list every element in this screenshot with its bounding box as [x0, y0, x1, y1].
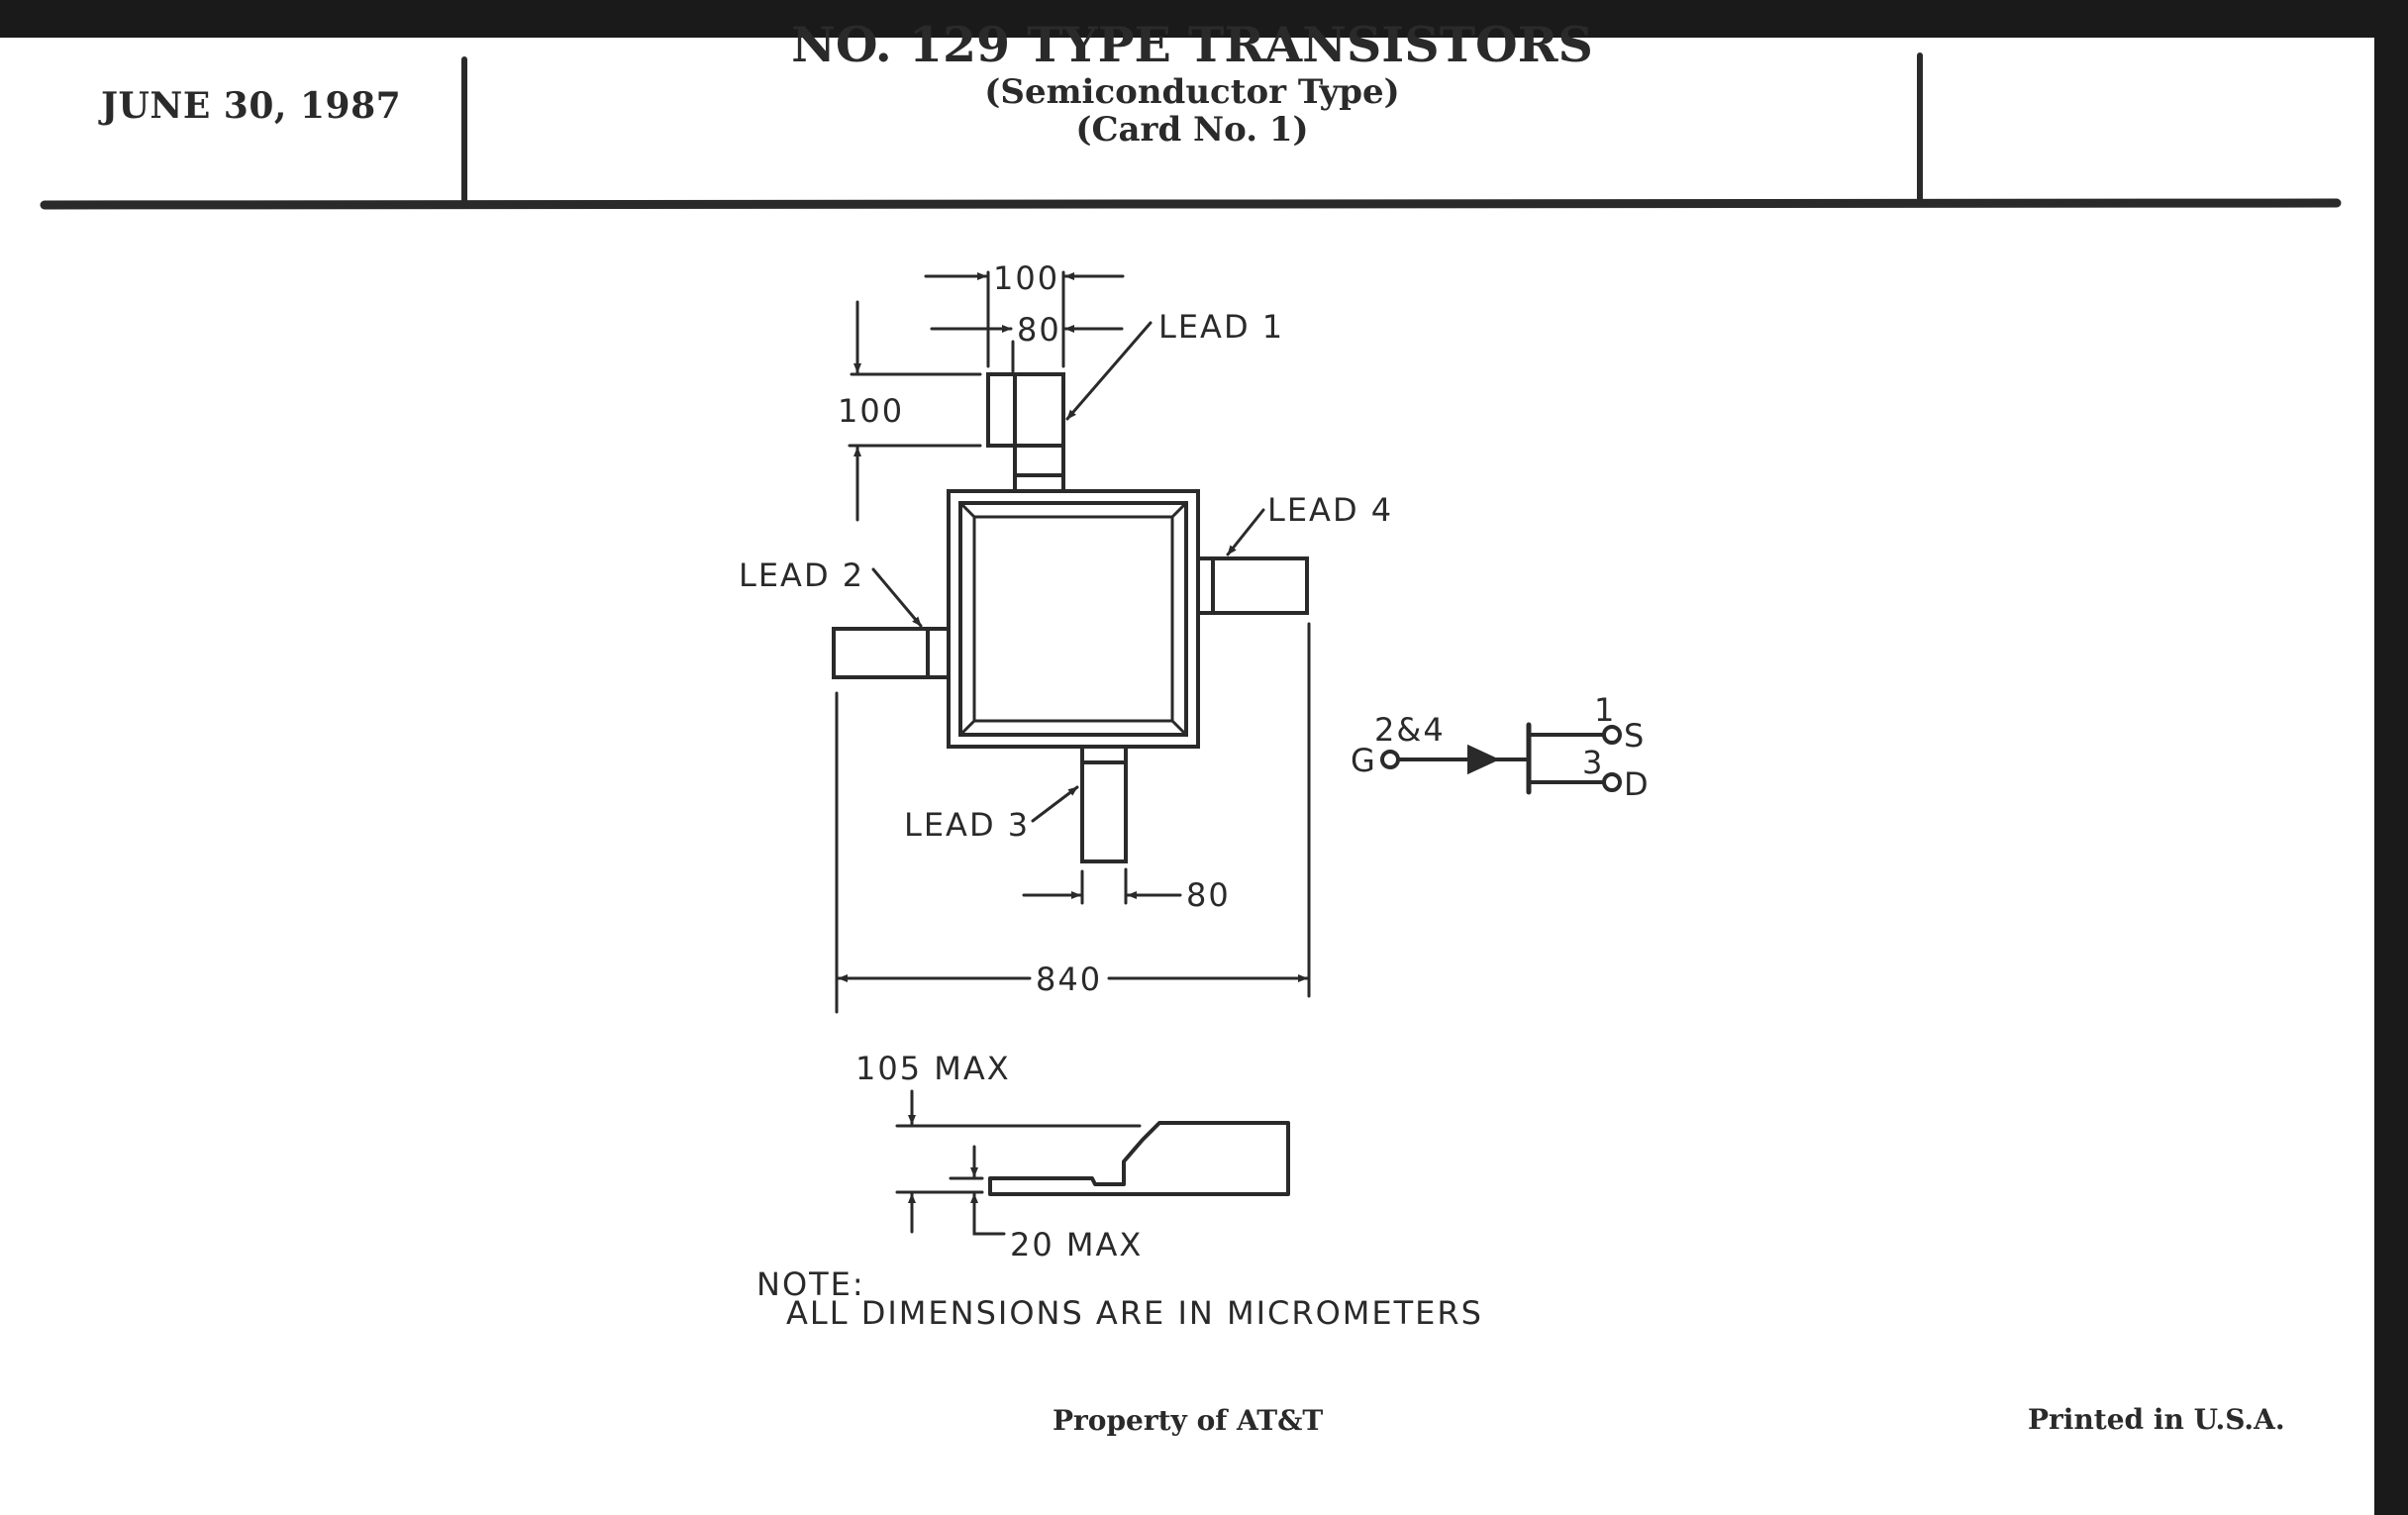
label-105-max: 105 MAX — [855, 1050, 1011, 1087]
label-lead-2: LEAD 2 — [739, 556, 864, 594]
footer-property: Property of AT&T — [1053, 1404, 1324, 1437]
schematic-source-label: S — [1624, 717, 1646, 755]
schematic-gate-label: G — [1351, 742, 1377, 779]
lead-4 — [1196, 556, 1309, 615]
label-dim-100-top: 100 — [993, 259, 1059, 297]
schematic-gate-pins: 2&4 — [1374, 711, 1446, 749]
schematic-drain-pin: 3 — [1582, 744, 1604, 781]
lead-3 — [1080, 745, 1128, 863]
package-outer — [947, 489, 1200, 749]
schematic-drain-label: D — [1624, 765, 1651, 803]
card-subtitle: (Semiconductor Type) — [465, 73, 1919, 111]
label-dim-100-side: 100 — [838, 392, 904, 430]
schematic-source-pin: 1 — [1594, 691, 1616, 729]
package-cavity — [972, 515, 1174, 723]
label-dim-80-bottom: 80 — [1186, 876, 1231, 914]
leader-lead-2 — [871, 567, 923, 628]
card-number: (Card No. 1) — [465, 111, 1919, 149]
side-view-profile — [895, 1089, 1290, 1236]
label-20-max: 20 MAX — [1010, 1226, 1143, 1263]
card-date: JUNE 30, 1987 — [101, 85, 402, 127]
note-text: ALL DIMENSIONS ARE IN MICROMETERS — [786, 1294, 1483, 1332]
dim-lead3-width — [1022, 867, 1182, 905]
leader-lead-1 — [1065, 321, 1153, 421]
dim-overall-width — [835, 622, 1311, 1014]
label-lead-4: LEAD 4 — [1267, 491, 1393, 529]
footer-printed: Printed in U.S.A. — [2028, 1403, 2285, 1436]
card-subtitle-text: (Semiconductor Type) — [984, 72, 1400, 112]
card-number-text: (Card No. 1) — [1075, 110, 1309, 150]
dim-lead1-length — [848, 300, 982, 522]
dim-lead1-inner — [930, 325, 1124, 373]
dim-lead1-overall — [924, 270, 1125, 368]
package-inner — [958, 501, 1188, 737]
card-header: NO. 129 TYPE TRANSISTORS (Semiconductor … — [465, 16, 1919, 149]
label-lead-1: LEAD 1 — [1158, 308, 1284, 346]
label-dim-840: 840 — [1036, 960, 1102, 998]
lead-1 — [986, 372, 1065, 493]
card-title: NO. 129 TYPE TRANSISTORS — [791, 16, 1593, 73]
header-rule — [40, 198, 2342, 210]
fet-schematic-symbol — [1380, 722, 1622, 795]
leader-lead-3 — [1031, 785, 1079, 823]
label-lead-3: LEAD 3 — [904, 806, 1030, 844]
note-heading: NOTE: — [756, 1265, 865, 1303]
label-dim-80-top: 80 — [1017, 311, 1061, 349]
lead-2 — [832, 627, 951, 679]
leader-lead-4 — [1226, 508, 1265, 556]
spec-card — [0, 38, 2374, 1515]
